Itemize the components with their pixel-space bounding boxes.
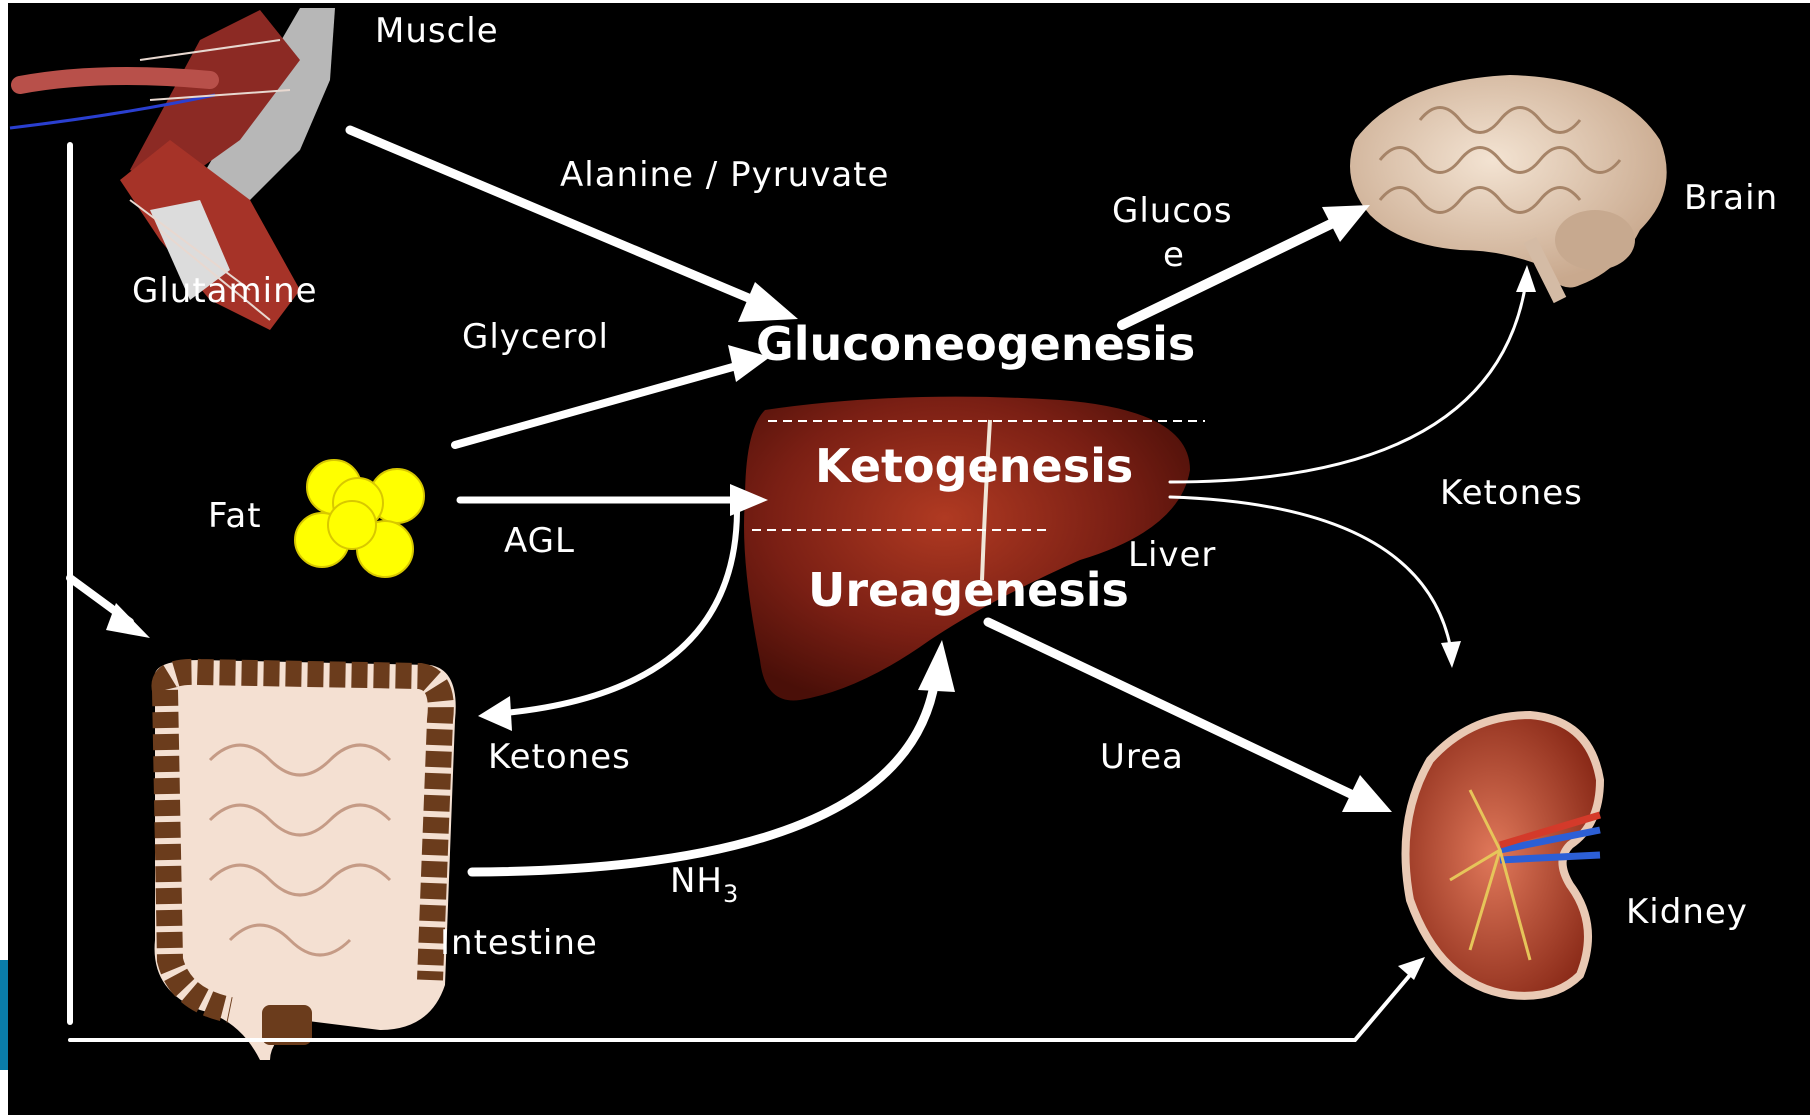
label-nh3-subscript: 3 (723, 880, 739, 908)
fat-image (295, 460, 424, 577)
label-muscle: Muscle (375, 11, 499, 51)
label-brain: Brain (1684, 178, 1778, 218)
label-agl: AGL (504, 521, 575, 561)
label-glucose-line2: e (1163, 235, 1185, 275)
label-ketones-right: Ketones (1440, 473, 1583, 513)
label-glycerol: Glycerol (462, 317, 609, 357)
label-ketogenesis: Ketogenesis (815, 439, 1133, 493)
side-accent (0, 960, 8, 1070)
label-intestine: Intestine (440, 923, 598, 963)
kidney-image (1406, 715, 1601, 996)
label-glucose-line1: Glucos (1112, 191, 1233, 231)
label-gluconeogenesis: Gluconeogenesis (756, 317, 1195, 371)
label-alanine-pyruvate: Alanine / Pyruvate (560, 155, 889, 195)
label-urea: Urea (1100, 737, 1184, 777)
label-glutamine: Glutamine (132, 271, 318, 311)
label-liver: Liver (1128, 535, 1216, 575)
label-ketones-left: Ketones (488, 737, 631, 777)
label-fat: Fat (208, 496, 262, 536)
label-ureagenesis: Ureagenesis (808, 563, 1129, 617)
label-nh3-base: NH (670, 861, 723, 901)
intestine-image (155, 660, 456, 1060)
label-kidney: Kidney (1626, 892, 1748, 932)
